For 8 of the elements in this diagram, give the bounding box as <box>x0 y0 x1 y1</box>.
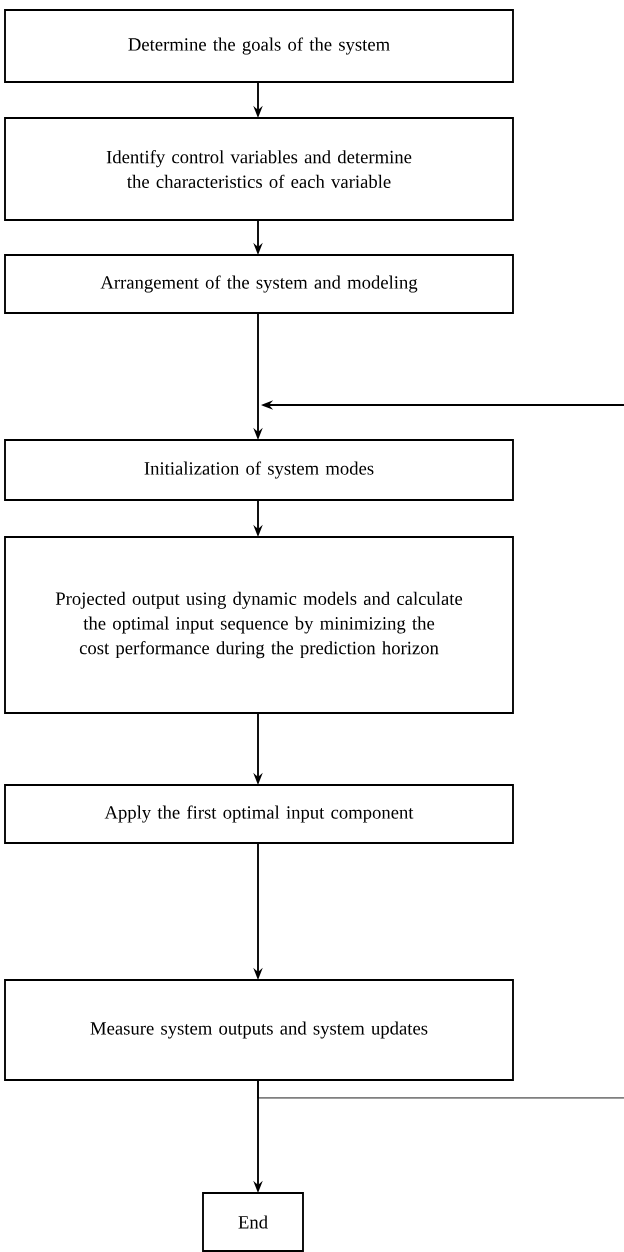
process-box: Determine the goals of the system <box>4 9 514 83</box>
process-box: End <box>202 1192 304 1252</box>
process-box: Arrangement of the system and modeling <box>4 254 514 314</box>
process-box: Identify control variables and determine the characteristics of each variable <box>4 117 514 221</box>
process-box: Projected output using dynamic models and calculate the optimal input sequence by minimizing the cost performance during the prediction horizon <box>4 536 514 714</box>
process-box: Initialization of system modes <box>4 439 514 501</box>
process-box: Apply the first optimal input component <box>4 784 514 844</box>
process-box: Measure system outputs and system updates <box>4 979 514 1081</box>
